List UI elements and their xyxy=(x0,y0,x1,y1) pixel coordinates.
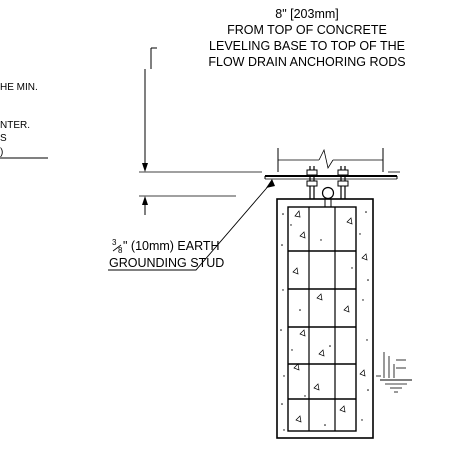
anchor-nut-left-bottom xyxy=(306,180,318,187)
concrete-dots xyxy=(280,211,369,431)
anchor-nut-right-bottom xyxy=(337,180,349,187)
stud-callout-line-1: " (10mm) EARTH xyxy=(123,239,220,253)
stud-fraction-numerator: 3 xyxy=(112,238,117,247)
dimension-line xyxy=(139,47,400,215)
stud-fraction-bar xyxy=(112,244,122,252)
stud-fraction-denominator: 8 xyxy=(118,246,123,255)
dimension-note-line-3: LEVELING BASE TO TOP OF THE xyxy=(209,39,405,53)
stud-callout-line-2: GROUNDING STUD xyxy=(109,256,224,270)
left-fragment-3: S xyxy=(0,133,7,144)
dimension-arrow-down-icon xyxy=(142,163,148,172)
rebar-cage xyxy=(287,206,357,432)
conduit-circle-icon xyxy=(321,186,335,200)
leveling-base-plate xyxy=(264,175,398,180)
concrete-foundation xyxy=(276,198,374,439)
break-line-icon xyxy=(318,148,334,170)
dimension-arrow-up-icon xyxy=(142,196,148,205)
left-fragment-4: ) xyxy=(0,147,3,158)
stud-leader-line xyxy=(108,182,272,271)
ground-level-symbol-icon xyxy=(376,352,412,393)
left-note-fragments: HE MIN. NTER. S ) xyxy=(0,82,38,158)
left-fragment-2: NTER. xyxy=(0,120,30,131)
dimension-note: 8" [203mm] FROM TOP OF CONCRETE LEVELING… xyxy=(208,7,405,69)
dimension-note-line-1: 8" [203mm] xyxy=(275,7,339,21)
flow-drain-section xyxy=(277,148,384,172)
dimension-note-line-4: FLOW DRAIN ANCHORING RODS xyxy=(208,55,405,69)
anchor-nut-left-top xyxy=(306,169,318,176)
stud-callout: 3 8 " (10mm) EARTH GROUNDING STUD xyxy=(109,238,224,270)
anchor-rods xyxy=(306,166,349,207)
dimension-note-line-2: FROM TOP OF CONCRETE xyxy=(227,23,387,37)
anchor-nut-right-top xyxy=(337,169,349,176)
concrete-hatch xyxy=(292,210,368,423)
left-fragment-1: HE MIN. xyxy=(0,82,38,93)
